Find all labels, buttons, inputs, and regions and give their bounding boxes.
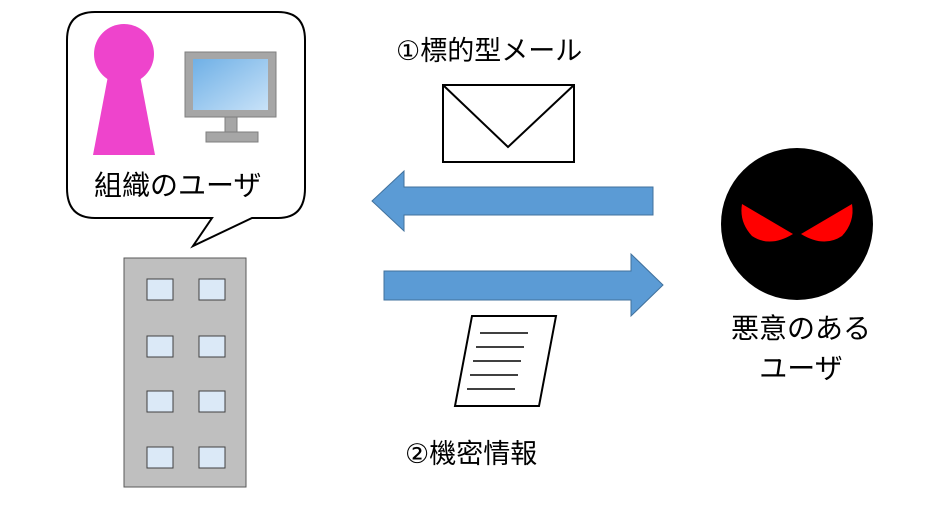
building-window <box>146 446 174 469</box>
left-eye <box>741 204 793 242</box>
arrow-right <box>383 252 664 318</box>
attacker-face-icon <box>721 148 873 300</box>
document-icon <box>453 315 558 407</box>
person-icon <box>93 24 155 155</box>
building-window <box>146 278 174 301</box>
attacker-label: 悪意のある ユーザ <box>717 309 885 389</box>
monitor-icon <box>184 51 277 143</box>
building-window <box>198 446 226 469</box>
targeted-mail-label: ①標的型メール <box>396 36 583 67</box>
arrow-left <box>371 169 654 233</box>
building-window <box>146 335 174 358</box>
right-eye <box>801 204 853 242</box>
org-user-label: 組織のユーザ <box>94 169 262 202</box>
attacker-label-line2: ユーザ <box>759 352 843 385</box>
confidential-info-label: ②機密情報 <box>405 439 538 470</box>
building-icon <box>123 257 247 488</box>
attacker-label-line1: 悪意のある <box>730 312 871 345</box>
building-window <box>198 390 226 413</box>
building-window <box>198 335 226 358</box>
building-window <box>146 390 174 413</box>
building-window <box>198 278 226 301</box>
envelope-icon <box>442 84 575 163</box>
